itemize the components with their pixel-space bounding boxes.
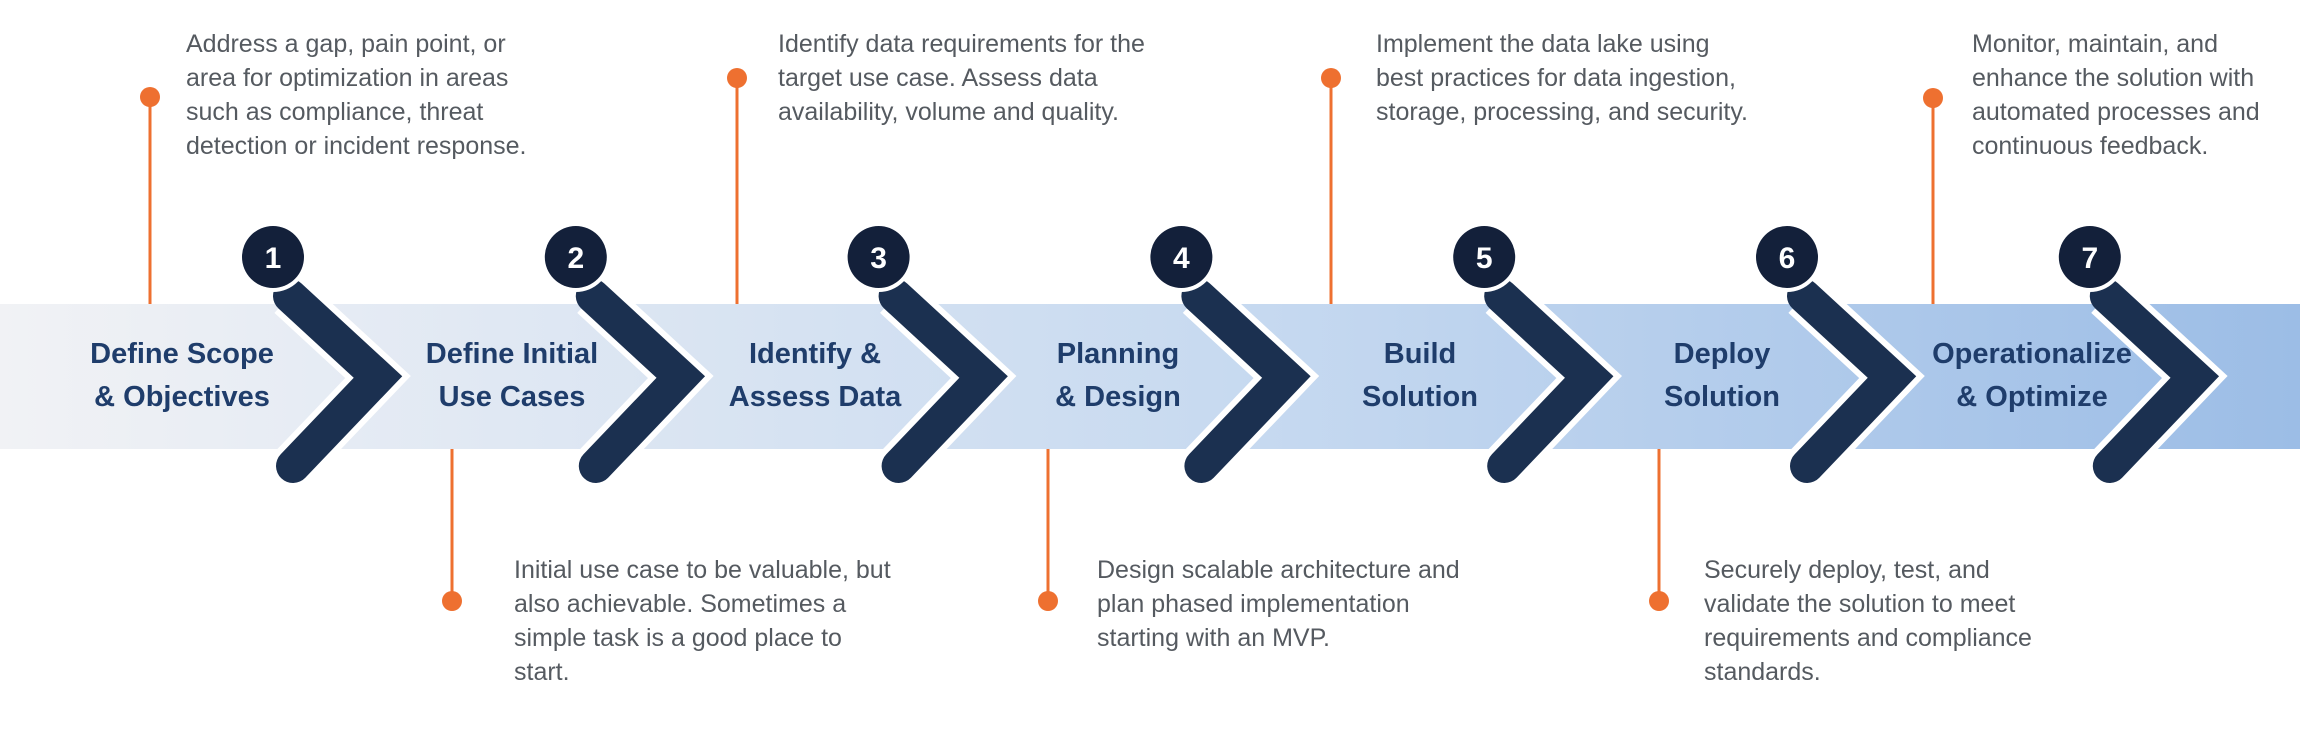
chevron-arrow-icon	[1787, 279, 1917, 483]
step-label: Build Solution	[1362, 338, 1478, 413]
step-number: 6	[1779, 242, 1796, 275]
step-number-badge	[242, 226, 304, 288]
callout-dot-icon	[727, 68, 747, 88]
callout-dot-icon	[1321, 68, 1341, 88]
step-description: Initial use case to be valuable, but als…	[514, 556, 891, 686]
callout-dot-icon	[1923, 88, 1943, 108]
step-number-badge	[847, 226, 910, 288]
chevron-arrow-icon	[273, 279, 403, 483]
step-label: Planning & Design	[1055, 338, 1181, 413]
step-badges: 1 2 3 4 5 6 7	[238, 222, 2125, 292]
callout-dot-icon	[140, 87, 160, 107]
step-number: 3	[870, 242, 887, 275]
step-number-badge	[1150, 226, 1213, 288]
step-number: 1	[265, 242, 282, 275]
callout-dot-icon	[1649, 591, 1669, 611]
step-description: Securely deploy, test, and validate the …	[1704, 556, 2032, 686]
step-number: 2	[567, 242, 584, 275]
step-label: Operationalize & Optimize	[1932, 338, 2132, 413]
step-description: Design scalable architecture and plan ph…	[1097, 556, 1460, 652]
chevron-arrows	[273, 279, 2228, 483]
step-label: Define Initial Use Cases	[425, 338, 599, 413]
chevron-arrow-icon	[878, 279, 1008, 483]
callout-dot-icon	[1038, 591, 1058, 611]
step-description: Identify data requirements for the targe…	[778, 30, 1145, 126]
step-number-badge	[2058, 226, 2121, 288]
callout-connectors	[140, 68, 1943, 611]
step-label: Deploy Solution	[1664, 338, 1780, 413]
chevron-arrow-icon	[575, 279, 706, 483]
step-number: 5	[1476, 242, 1493, 275]
step-label: Define Scope & Objectives	[90, 338, 274, 413]
step-number-badge	[544, 226, 607, 288]
chevron-arrow-icon	[1484, 279, 1614, 483]
callout-dot-icon	[442, 591, 462, 611]
step-label: Identify & Assess Data	[728, 338, 902, 413]
step-description: Implement the data lake using best pract…	[1376, 30, 1748, 126]
step-number-badge	[1756, 226, 1818, 288]
step-number: 7	[2081, 242, 2098, 275]
step-description: Address a gap, pain point, or area for o…	[186, 30, 527, 160]
step-description: Monitor, maintain, and enhance the solut…	[1972, 30, 2260, 160]
step-number: 4	[1173, 242, 1190, 275]
step-number-badge	[1453, 226, 1516, 288]
chevron-arrow-icon	[2089, 279, 2220, 483]
chevron-arrow-icon	[1181, 279, 1311, 483]
